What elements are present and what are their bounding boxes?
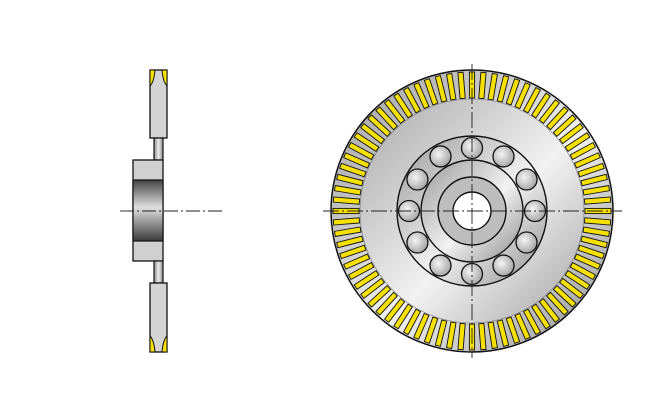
neck-top xyxy=(153,137,164,161)
diamond-segment xyxy=(375,106,399,131)
diamond-segment xyxy=(538,99,561,125)
diamond-segment xyxy=(347,141,375,161)
diamond-segment xyxy=(487,72,498,101)
bolt-hole xyxy=(429,145,452,168)
diamond-segment xyxy=(573,253,601,270)
diamond-segment xyxy=(564,270,591,290)
segment-tip-top xyxy=(149,69,168,88)
diamond-segment xyxy=(487,321,498,350)
diamond-segment xyxy=(545,291,569,316)
diamond-segment xyxy=(434,75,448,103)
diamond-segment xyxy=(577,244,605,260)
diamond-segment xyxy=(545,106,569,131)
diamond-segment xyxy=(522,308,542,336)
diamond-segment xyxy=(423,78,439,106)
bolt-hole xyxy=(492,145,515,168)
diamond-segment xyxy=(569,261,597,281)
diamond-segment xyxy=(434,319,448,347)
diamond-segment xyxy=(336,173,364,187)
diamond-segment xyxy=(446,321,457,350)
bolt-hole xyxy=(492,254,515,277)
diamond-segment xyxy=(347,261,375,281)
side-view xyxy=(120,69,225,353)
diamond-segment xyxy=(552,284,577,308)
diamond-segment xyxy=(582,185,611,196)
diamond-segment xyxy=(343,152,371,169)
diamond-segment xyxy=(423,316,439,344)
diamond-segment xyxy=(413,312,430,340)
rim-bottom xyxy=(149,282,168,353)
diamond-segment xyxy=(583,196,612,205)
diamond-segment xyxy=(393,303,413,330)
bolt-hole xyxy=(515,168,538,191)
diamond-segment xyxy=(564,132,591,152)
diamond-segment xyxy=(558,122,584,145)
diamond-segment xyxy=(457,71,466,100)
bolt-hole xyxy=(406,231,429,254)
diamond-segment xyxy=(478,71,487,100)
neck-bottom xyxy=(153,260,164,284)
diamond-segment xyxy=(383,297,406,323)
segment-ring xyxy=(332,71,612,351)
diamond-segment xyxy=(558,277,584,300)
hub-bore xyxy=(132,179,164,242)
diamond-segment xyxy=(522,86,542,114)
diamond-segment xyxy=(580,173,608,187)
diamond-segment xyxy=(339,244,367,260)
diamond-segment xyxy=(583,217,612,226)
diamond-segment xyxy=(402,308,422,336)
diamond-segment xyxy=(383,99,406,125)
diamond-segment xyxy=(531,92,551,119)
diamond-segment xyxy=(332,196,361,205)
diamond-segment xyxy=(573,152,601,169)
diamond-segment xyxy=(552,114,577,138)
diamond-segment xyxy=(569,141,597,161)
bolt-hole xyxy=(406,168,429,191)
diamond-segment xyxy=(505,78,521,106)
diamond-segment xyxy=(531,303,551,330)
diamond-segment xyxy=(582,226,611,237)
diamond-segment xyxy=(353,132,380,152)
segment-tip-bottom xyxy=(149,334,168,353)
diamond-segment xyxy=(478,322,487,351)
diamond-segment xyxy=(496,75,510,103)
diamond-segment xyxy=(333,226,362,237)
diamond-segment xyxy=(336,235,364,249)
diamond-segment xyxy=(375,291,399,316)
diamond-segment xyxy=(332,217,361,226)
diamond-segment xyxy=(393,92,413,119)
diamond-segment xyxy=(514,82,531,110)
diamond-segment xyxy=(514,312,531,340)
diamond-segment xyxy=(343,253,371,270)
diamond-segment xyxy=(413,82,430,110)
diamond-segment xyxy=(577,162,605,178)
diamond-segment xyxy=(333,185,362,196)
front-view xyxy=(323,64,622,358)
diamond-segment xyxy=(353,270,380,290)
diamond-segment xyxy=(446,72,457,101)
bolt-hole xyxy=(515,231,538,254)
diamond-segment xyxy=(457,322,466,351)
bolt-hole xyxy=(429,254,452,277)
diamond-segment xyxy=(402,86,422,114)
diamond-segment xyxy=(367,114,392,138)
diamond-segment xyxy=(538,297,561,323)
diamond-segment xyxy=(496,319,510,347)
diamond-segment xyxy=(580,235,608,249)
diamond-segment xyxy=(360,122,386,145)
diamond-segment xyxy=(339,162,367,178)
diamond-segment xyxy=(360,277,386,300)
diamond-segment xyxy=(505,316,521,344)
diamond-segment xyxy=(367,284,392,308)
